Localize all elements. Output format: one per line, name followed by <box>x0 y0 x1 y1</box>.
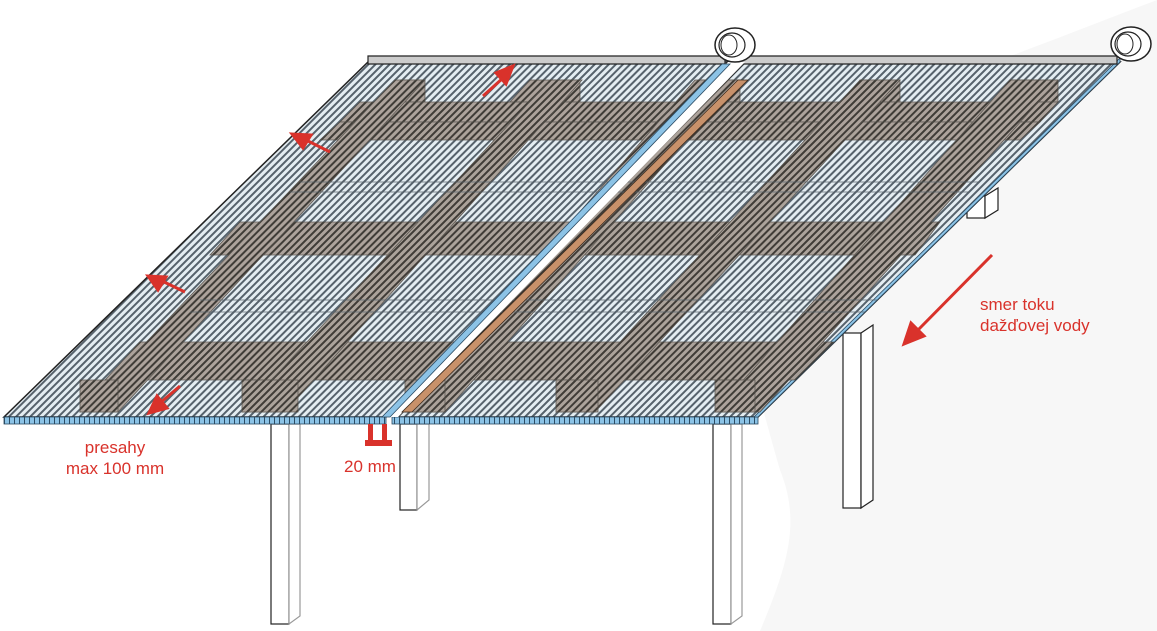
overlap-label-line2: max 100 mm <box>65 459 165 478</box>
front-middle-leg <box>399 423 430 512</box>
overlap-label-line1: presahy <box>84 438 146 457</box>
overlap-arrow-left-lower-icon <box>144 274 186 294</box>
overlap-arrow-top-icon <box>481 63 516 98</box>
gap-label: 20 mm <box>344 457 396 476</box>
water-flow-arrow-icon <box>901 253 994 347</box>
overlap-arrow-bottom-icon <box>146 384 181 416</box>
water-flow-label: smer toku dažďovej vody <box>980 294 1090 336</box>
front-left-leg <box>270 423 301 626</box>
overlap-label: presahy max 100 mm <box>50 437 180 479</box>
overlap-arrows <box>144 63 516 416</box>
front-right-leg <box>712 423 743 626</box>
left-sheet-roll[interactable] <box>714 27 756 63</box>
gap-dimension-bracket-icon <box>365 424 392 446</box>
overlap-arrow-left-upper-icon <box>288 132 331 154</box>
water-flow-label-line1: smer toku <box>980 295 1055 314</box>
back-right-leg <box>842 186 999 510</box>
right-sheet-roll[interactable] <box>1110 26 1152 62</box>
legs <box>270 186 999 626</box>
sheet-joint <box>381 62 749 418</box>
water-flow-label-line2: dažďovej vody <box>980 316 1090 335</box>
